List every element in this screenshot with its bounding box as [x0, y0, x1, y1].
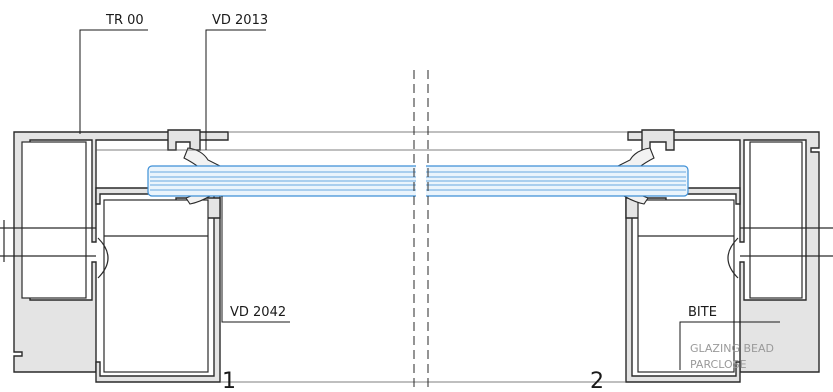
- label-bite: BITE: [688, 305, 717, 320]
- label-vd2013: VD 2013: [212, 13, 268, 28]
- left-chamber-lines: [0, 141, 209, 373]
- section-number-2: 2: [590, 369, 604, 392]
- label-glazing-bead: GLAZING BEAD: [690, 342, 774, 355]
- label-tr00: TR 00: [105, 13, 144, 28]
- leader-lines: [79, 29, 780, 370]
- right-chamber-lines: [637, 141, 833, 373]
- label-vd2042: VD 2042: [230, 305, 286, 320]
- section-number-1: 1: [222, 369, 236, 392]
- label-parclose: PARCLOSE: [690, 358, 747, 371]
- glass-break-gap: [416, 164, 426, 198]
- break-lines: [413, 70, 429, 392]
